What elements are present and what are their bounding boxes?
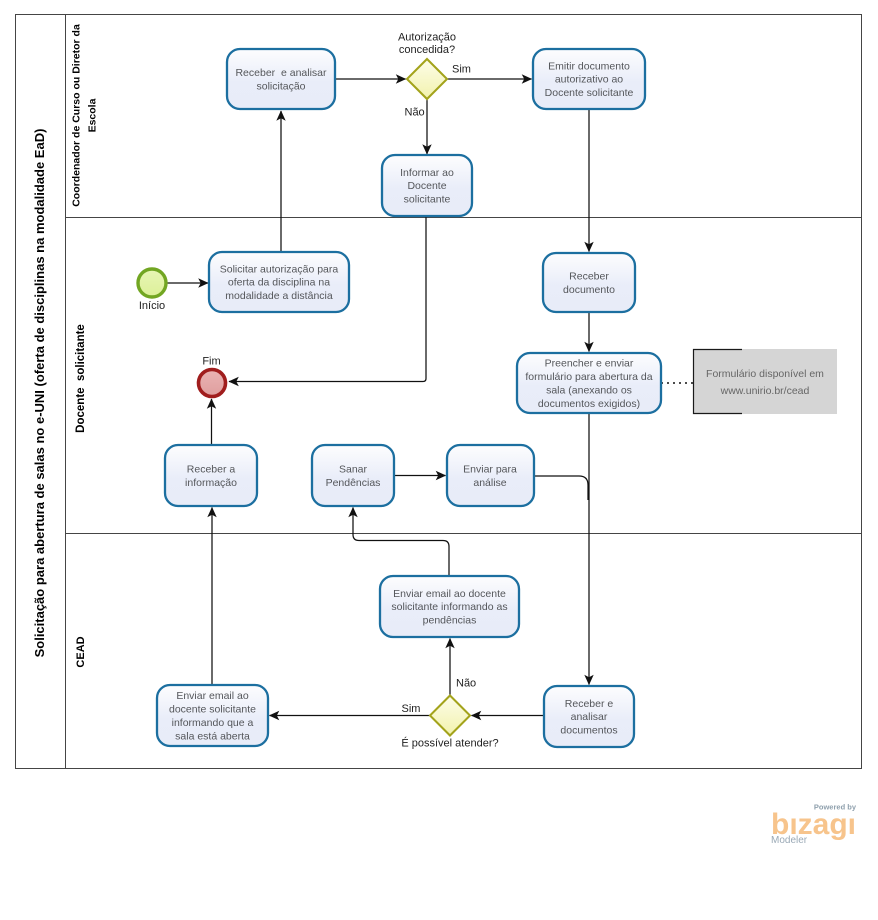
svg-text:Escola: Escola <box>87 98 99 132</box>
svg-text:docente solicitante: docente solicitante <box>169 704 256 716</box>
svg-text:Receber: Receber <box>569 271 609 283</box>
svg-text:solicitante informando as: solicitante informando as <box>391 601 507 613</box>
svg-text:documentos exigidos): documentos exigidos) <box>538 398 640 410</box>
svg-text:Receber e: Receber e <box>565 698 614 710</box>
svg-text:Não: Não <box>405 107 425 119</box>
svg-text:Informar ao: Informar ao <box>400 167 454 179</box>
svg-text:documentos: documentos <box>560 725 617 737</box>
svg-text:Não: Não <box>456 678 476 690</box>
svg-text:modalidade a distância: modalidade a distância <box>225 290 333 302</box>
svg-text:Sim: Sim <box>402 703 421 715</box>
svg-text:Fim: Fim <box>202 356 220 368</box>
svg-text:solicitação: solicitação <box>256 80 305 92</box>
svg-text:Sim: Sim <box>452 64 471 76</box>
svg-text:bızagı: bızagı <box>771 808 856 841</box>
svg-text:www.unirio.br/cead: www.unirio.br/cead <box>720 385 810 397</box>
svg-text:Docente solicitante: Docente solicitante <box>545 87 634 99</box>
svg-text:documento: documento <box>563 284 615 296</box>
svg-text:Autorização: Autorização <box>398 32 456 44</box>
svg-text:CEAD: CEAD <box>75 636 87 667</box>
svg-text:Enviar email ao docente: Enviar email ao docente <box>393 588 506 600</box>
svg-text:autorizativo ao: autorizativo ao <box>555 74 623 86</box>
svg-text:formulário para abertura da: formulário para abertura da <box>525 371 652 383</box>
svg-text:Emitir documento: Emitir documento <box>548 60 630 72</box>
svg-text:Sanar: Sanar <box>339 464 368 476</box>
svg-text:Docente: Docente <box>407 180 446 192</box>
svg-text:Início: Início <box>139 300 165 312</box>
svg-text:pendências: pendências <box>423 615 477 627</box>
svg-text:sala está aberta: sala está aberta <box>175 730 250 742</box>
svg-text:Enviar para: Enviar para <box>463 464 517 476</box>
svg-text:Docente solicitante: Docente solicitante <box>75 324 87 433</box>
svg-text:análise: análise <box>473 477 506 489</box>
svg-text:informação: informação <box>185 477 237 489</box>
svg-text:sala (anexando os: sala (anexando os <box>546 384 632 396</box>
svg-text:Solicitação para abertura de s: Solicitação para abertura de salas no e-… <box>32 129 47 658</box>
svg-text:Pendências: Pendências <box>326 477 381 489</box>
svg-text:concedida?: concedida? <box>399 44 455 56</box>
svg-text:informando que a: informando que a <box>172 717 254 729</box>
svg-text:Modeler: Modeler <box>771 835 808 846</box>
svg-text:solicitante: solicitante <box>404 194 451 206</box>
svg-text:Coordenador de Curso ou Direto: Coordenador de Curso ou Diretor da <box>71 24 83 207</box>
svg-text:Formulário disponível em: Formulário disponível em <box>706 368 824 380</box>
svg-text:Preencher e enviar: Preencher e enviar <box>545 358 634 370</box>
svg-text:oferta da disciplina na: oferta da disciplina na <box>228 277 330 289</box>
svg-text:Receber a: Receber a <box>187 464 236 476</box>
svg-text:Receber e analisar: Receber e analisar <box>235 67 327 79</box>
svg-text:Powered by: Powered by <box>814 803 857 812</box>
svg-text:É possível atender?: É possível atender? <box>401 737 498 750</box>
svg-text:Solicitar autorização para: Solicitar autorização para <box>220 263 339 275</box>
svg-text:analisar: analisar <box>571 711 608 723</box>
svg-text:Enviar email ao: Enviar email ao <box>176 690 249 702</box>
